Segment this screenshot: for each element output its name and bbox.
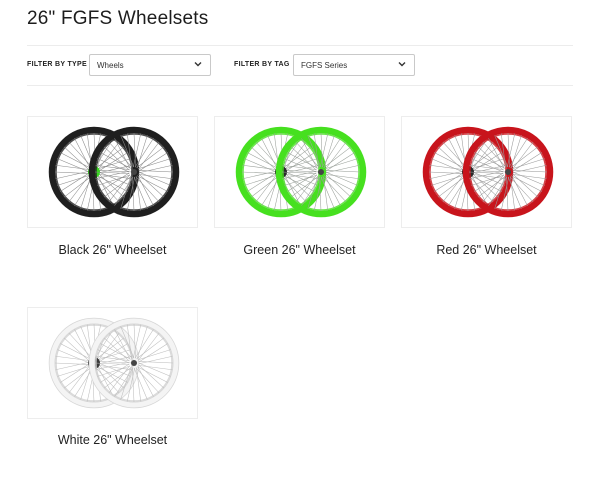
filter-type-select[interactable]: Wheels <box>89 54 211 76</box>
filter-tag-select[interactable]: FGFS Series <box>293 54 415 76</box>
product-name-black[interactable]: Black 26" Wheelset <box>58 243 167 257</box>
filter-type-value: Wheels <box>97 61 124 70</box>
product-image-black-wheelset[interactable] <box>27 116 198 228</box>
filter-type-label: FILTER BY TYPE <box>27 61 87 68</box>
divider <box>27 45 573 46</box>
product-image-green-wheelset[interactable] <box>214 116 385 228</box>
chevron-down-icon <box>398 62 406 67</box>
filter-tag-value: FGFS Series <box>301 61 348 70</box>
page-title: 26" FGFS Wheelsets <box>27 8 209 29</box>
wheel-graphic <box>462 126 554 218</box>
product-image-white-wheelset[interactable] <box>27 307 198 419</box>
product-name-green[interactable]: Green 26" Wheelset <box>243 243 356 257</box>
wheel-graphic <box>88 126 180 218</box>
filter-tag-label: FILTER BY TAG <box>234 61 290 68</box>
product-image-red-wheelset[interactable] <box>401 116 572 228</box>
wheel-graphic <box>275 126 367 218</box>
divider <box>27 85 573 86</box>
chevron-down-icon <box>194 62 202 67</box>
wheel-graphic <box>88 317 180 409</box>
product-name-red[interactable]: Red 26" Wheelset <box>436 243 537 257</box>
product-name-white[interactable]: White 26" Wheelset <box>57 433 168 447</box>
